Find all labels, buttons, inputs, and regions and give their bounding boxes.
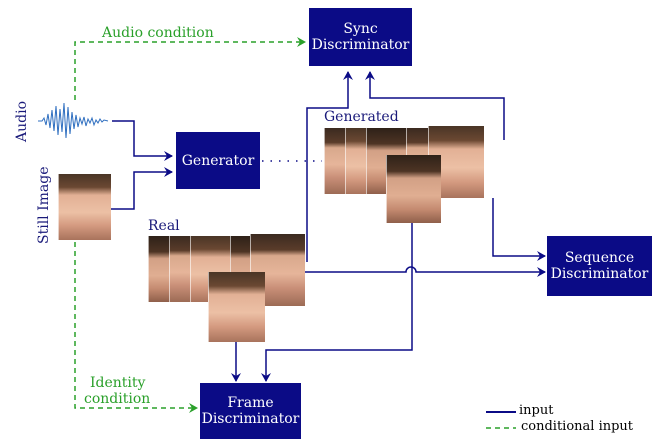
generated-to-sync-line (365, 71, 505, 140)
legend-input-label: input (519, 403, 554, 418)
sync-discriminator-label-2: Discriminator (311, 37, 410, 53)
sync-discriminator-label-1: Sync (343, 21, 378, 37)
sequence-discriminator-label-1: Sequence (564, 250, 635, 266)
generated-to-sequence-line (492, 198, 546, 261)
frame-discriminator-label-2: Discriminator (201, 411, 300, 427)
identity-condition-label-2: condition (84, 391, 151, 407)
generator-box: Generator (176, 132, 260, 189)
generated-to-frame-line (261, 222, 413, 382)
frame-discriminator-box: Frame Discriminator (200, 383, 301, 439)
sequence-discriminator-label-2: Discriminator (550, 266, 649, 282)
identity-condition-label: Identity condition (84, 375, 150, 407)
audio-to-generator-line (112, 120, 173, 161)
image-to-generator-line (110, 167, 173, 210)
generator-label: Generator (181, 152, 255, 169)
frame-discriminator-label-1: Frame (227, 395, 274, 411)
generated-frame-mouth (386, 155, 441, 223)
generated-label: Generated (324, 109, 399, 125)
real-label: Real (148, 218, 180, 234)
real-to-sync-line (306, 71, 353, 262)
real-frame-mouth (208, 272, 265, 342)
still-image-face (58, 174, 111, 240)
identity-condition-line (74, 242, 198, 413)
sequence-discriminator-box: Sequence Discriminator (547, 236, 652, 296)
still-image-label: Still Image (36, 166, 52, 245)
real-to-sequence-line (303, 266, 546, 277)
audio-label: Audio (14, 101, 30, 142)
audio-condition-line (74, 37, 306, 100)
identity-condition-label-1: Identity (90, 375, 146, 391)
audio-condition-label: Audio condition (102, 25, 214, 41)
legend-conditional-label: conditional input (521, 419, 634, 434)
sync-discriminator-box: Sync Discriminator (309, 8, 412, 66)
audio-waveform (38, 102, 109, 139)
